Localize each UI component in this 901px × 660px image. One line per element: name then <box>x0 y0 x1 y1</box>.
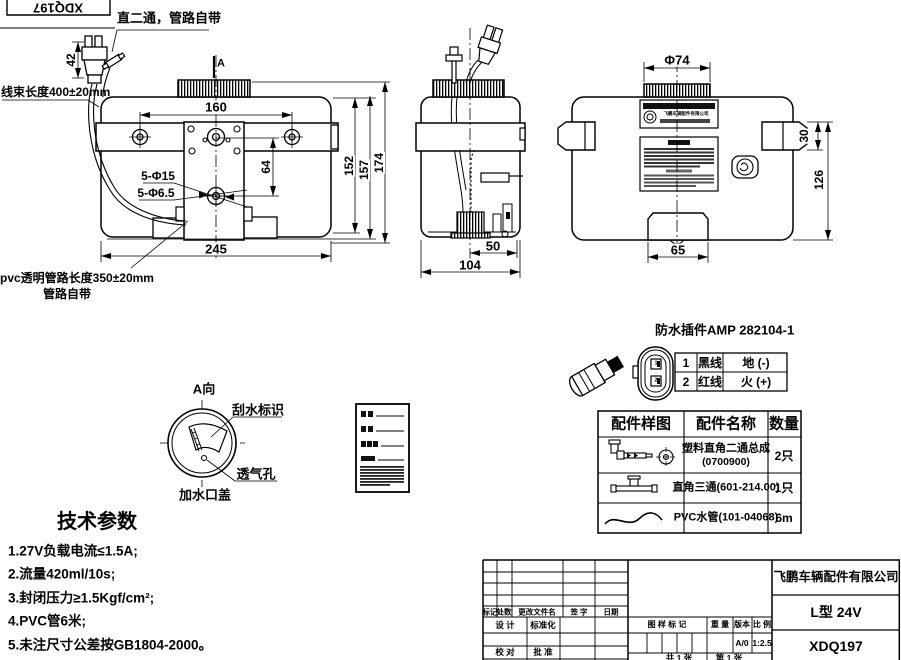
tb-stamp-weight: 重 量 <box>710 620 730 629</box>
parts-header-qty: 数量 <box>768 415 800 433</box>
pin-table-wire-1: 黑线 <box>697 356 723 370</box>
dim-42: 42 <box>64 52 78 68</box>
tb-rev-count: 处数 <box>496 607 512 617</box>
tb-stamp-mark: 图 样 标 记 <box>647 620 687 629</box>
dim-152: 152 <box>342 154 356 178</box>
note-pvc-line2: 管路自带 <box>43 287 92 301</box>
parts-row2-name: 直角三通(601-214.00) <box>672 481 780 494</box>
side-view-drawing <box>415 24 526 239</box>
parts-header-sample: 配件样图 <box>610 415 672 433</box>
rear-view-dimensions <box>643 60 833 263</box>
tech-param-3: 3.封闭压力≥1.5Kgf/cm²; <box>8 590 155 606</box>
pin-table-wire-2: 红线 <box>697 375 723 389</box>
parts-header-name: 配件名称 <box>695 415 757 433</box>
tb-scale-value: 1:2.5 <box>752 637 772 648</box>
parts-row1-qty: 2只 <box>774 449 794 463</box>
parts-row3-name: PVC水管(101-04068) <box>673 511 779 524</box>
tech-param-4: 4.PVC管6米; <box>8 613 87 629</box>
tb-rev-mark: 标记 <box>482 607 498 617</box>
parts-table-grid <box>597 410 802 534</box>
dim-30: 30 <box>797 128 811 144</box>
corner-stamp-code: XDQ197 <box>33 0 83 16</box>
tech-param-5: 5.未注尺寸公差按GB1804-2000。 <box>8 637 213 653</box>
corner-stamp-box <box>0 0 115 29</box>
dim-64: 64 <box>259 159 273 175</box>
connector-pin1-no: 1 <box>654 360 658 367</box>
tb-company: 飞鹏车辆配件有限公司 <box>773 569 899 584</box>
dim-160: 160 <box>203 99 229 115</box>
pin-table-no-1: 1 <box>682 356 690 370</box>
dim-104: 104 <box>457 257 483 273</box>
dim-50: 50 <box>483 238 503 254</box>
tb-sheet-page: 第 1 张 <box>715 652 743 660</box>
dim-245: 245 <box>203 241 229 257</box>
parts-row1-name: 塑料直角二通总成 <box>682 442 770 455</box>
tb-rev-date: 日期 <box>603 607 619 617</box>
tb-version-value: A/0 <box>735 637 749 648</box>
callout-holes-large: 5-Φ15 <box>139 169 177 183</box>
tb-stamp-version: 版本 <box>734 620 750 629</box>
tb-drawing-no: XDQ197 <box>809 638 863 654</box>
pin-table-signal-1: 地 (-) <box>742 356 770 370</box>
view-a-cap-label: 加水口盖 <box>178 487 232 503</box>
label-sticker-drawing <box>355 403 410 493</box>
note-harness: 线束长度400±20mm <box>1 85 111 99</box>
parts-row3-qty: 6m <box>775 511 793 525</box>
view-a-title: A向 <box>192 381 216 397</box>
side-view-dimensions <box>420 28 521 278</box>
note-pvc-line1: pvc透明管路长度350±20mm <box>0 271 154 285</box>
pin-table-signal-2: 火 (+) <box>740 375 772 389</box>
dim-157: 157 <box>357 158 371 182</box>
connector-drawing <box>568 346 788 401</box>
rear-sticker-company: 飞鹏车辆配件有限公司 <box>663 110 709 116</box>
tb-role-design: 设 计 <box>495 619 515 630</box>
tech-param-2: 2.流量420ml/10s; <box>8 566 116 582</box>
callout-holes-small: 5-Φ6.5 <box>135 186 177 200</box>
tb-sheet-total: 共 1 张 <box>665 652 693 660</box>
tb-rev-file: 更改文件名 <box>518 607 556 617</box>
tech-param-1: 1.27V负载电流≤1.5A; <box>8 543 138 559</box>
tb-role-approve: 批 准 <box>533 646 553 657</box>
section-marker-a: A <box>217 57 225 70</box>
tech-params-title: 技术参数 <box>57 511 137 533</box>
parts-row1-code: (0700900) <box>702 455 750 468</box>
connector-title: 防水插件AMP 282104-1 <box>655 322 795 338</box>
front-view-dimensions <box>2 29 390 269</box>
parts-row2-qty: 1只 <box>774 481 794 495</box>
rear-view-drawing <box>557 83 808 245</box>
tb-role-proofread: 校 对 <box>495 646 515 657</box>
front-view-drawing <box>81 35 339 241</box>
dim-174: 174 <box>372 151 386 175</box>
tb-stamp-scale: 比 例 <box>752 620 772 629</box>
tb-role-standardize: 标准化 <box>530 619 556 630</box>
view-a-vent-label: 透气孔 <box>236 466 276 482</box>
note-fitting: 直二通，管路自带 <box>117 10 222 26</box>
tb-rev-sign: 签 字 <box>570 607 588 617</box>
pin-table-no-2: 2 <box>682 375 690 389</box>
view-a-drawing <box>160 400 282 487</box>
connector-pin2-no: 2 <box>654 377 658 384</box>
dim-126: 126 <box>812 168 826 192</box>
view-a-wiper-label: 刮水标识 <box>231 402 285 418</box>
dim-65: 65 <box>668 242 688 258</box>
title-block-grid <box>482 559 901 660</box>
tb-product: L型 24V <box>810 604 862 620</box>
dim-cap-diameter: Φ74 <box>662 52 692 68</box>
